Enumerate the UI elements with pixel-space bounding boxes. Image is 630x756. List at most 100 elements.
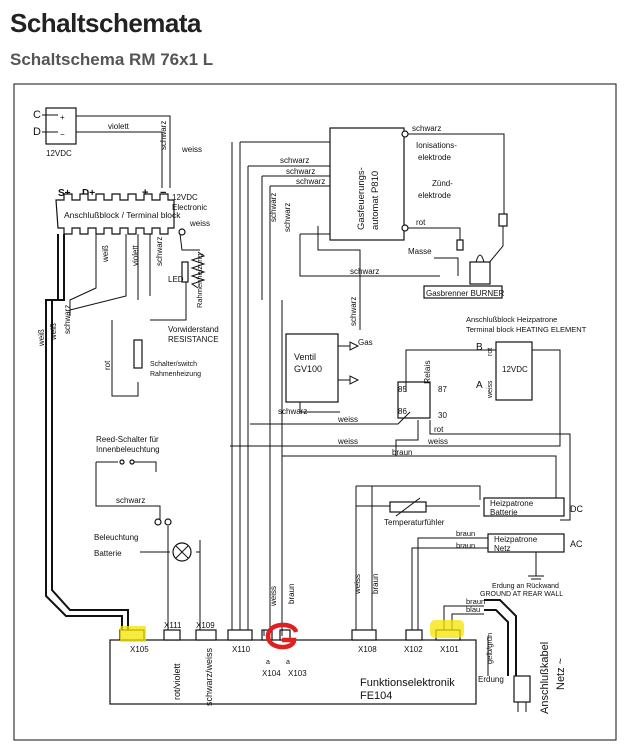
connector-x111-label: X111 (164, 621, 182, 630)
terminal-minus-label: − (160, 187, 166, 199)
heating-block-12vdc: 12VDC (502, 365, 528, 374)
connector-x110 (227, 629, 253, 641)
wire-label-schwarz-left: schwarz (63, 305, 72, 334)
wire-violett-cd (76, 131, 163, 188)
wire-label-weiss-heat1: weiss (337, 437, 358, 446)
heizpatrone-dc-label-2: Batterie (490, 508, 518, 517)
terminal-d-label: D (33, 126, 41, 138)
wire-label-weiss-left: weiß (37, 329, 46, 347)
wire-label-schwarz-a2: schwarz (286, 167, 315, 176)
wire-label-weiss-x104: weiss (269, 586, 278, 607)
ionisation-label-2: elektrode (418, 153, 451, 162)
led-label: LED (168, 275, 184, 284)
wire-label-schwarz-valve2: schwarz (278, 407, 307, 416)
relay-pin-87: 87 (438, 385, 447, 394)
wire-label-rot-relay: rot (434, 425, 444, 434)
terminal-minus-top: − (60, 130, 65, 139)
resistance-label-de: Vorwiderstand (168, 325, 219, 334)
connector-x104-pin: a (266, 659, 270, 666)
valve-box (285, 333, 339, 403)
terminal-plus-top: + (60, 113, 65, 122)
burner-body (423, 285, 503, 299)
wire-label-schwarz-valve: schwarz (349, 297, 358, 326)
mains-cable (484, 599, 517, 676)
heater-resistor-icon (190, 251, 206, 289)
reed-label-1: Reed-Schalter für (96, 435, 159, 444)
burner-flame-icon (469, 261, 491, 285)
heizpatrone-ac-label-1: Heizpatrone (494, 535, 538, 544)
wire-label-weiss-hb: weiss (487, 380, 494, 399)
wire-ionisation (408, 133, 505, 214)
reed-label-2: Innenbeleuchtung (96, 445, 160, 454)
connector-x102-label: X102 (404, 645, 423, 654)
connector-x109 (195, 629, 217, 641)
wire-label-schwarz-v2: schwarz (283, 203, 292, 232)
relay-pin-85: 85 (398, 385, 407, 394)
heizpatrone-dc-type: DC (570, 504, 583, 514)
switch-label-1: Schalter/switch (150, 361, 197, 368)
bottom-label-schwarz-weiss: schwarz/weiss (204, 647, 214, 706)
temp-sensor-label: Temperaturfühler (384, 518, 445, 527)
connector-x109-label: X109 (196, 621, 215, 630)
bottom-label-rot-violett: rot/violett (172, 663, 182, 700)
switch-label-2: Rahmenheizung (150, 371, 201, 378)
heating-block-label-2: Terminal block HEATING ELEMENT (466, 325, 587, 334)
gas-automat-label-2: automat P810 (370, 171, 381, 230)
heater-switch-icon (133, 339, 143, 369)
module-label-1: Funktionselektronik (360, 677, 455, 689)
heizpatrone-dc-label-1: Heizpatrone (490, 499, 534, 508)
heating-terminal-block (495, 341, 533, 401)
heizpatrone-ac-type: AC (570, 539, 583, 549)
connector-x110-label: X110 (232, 645, 251, 654)
connector-x101-label: X101 (440, 645, 459, 654)
wire-label-rot-ign: rot (416, 218, 426, 227)
connector-x103-pin: a (286, 659, 290, 666)
wire-label-schwarz-a1: schwarz (280, 156, 309, 165)
heizpatrone-dc-box (483, 497, 565, 517)
lighting-label-2: Batterie (94, 549, 122, 558)
cable-label-1: Anschlußkabel (539, 642, 551, 714)
heizpatrone-ac-box (487, 533, 565, 553)
wire-label-schwarz-a3: schwarz (296, 177, 325, 186)
terminal-dplus-label: D+ (82, 188, 95, 199)
lighting-label-1: Beleuchtung (94, 533, 138, 542)
terminal-block (55, 193, 175, 235)
wire-label-gelb-gruen: gelb/grün (485, 633, 494, 664)
connector-x111 (163, 629, 181, 641)
terminal-c-label: C (33, 109, 41, 121)
masse-label: Masse (408, 247, 432, 256)
resistance-label-en: RESISTANCE (168, 335, 219, 344)
highlight-x104-x103 (265, 622, 299, 650)
led-icon (181, 261, 189, 283)
relay-pin-30: 30 (438, 411, 447, 420)
function-electronics-module (109, 639, 477, 705)
wire-label-weiss-top: weiss (181, 145, 202, 154)
wire-rot-switch (111, 320, 139, 397)
connector-x108-label: X108 (358, 645, 377, 654)
burner-label: Gasbrenner BURNER (426, 289, 504, 298)
diagram-frame (13, 83, 617, 741)
connector-x108 (351, 629, 377, 641)
wire-label-rot-switch: rot (103, 360, 112, 370)
wire-label-weiss-left2: weiß (49, 323, 58, 341)
relay-pin-86: 86 (398, 407, 407, 416)
reed-switch-icon (119, 459, 125, 465)
wire-label-schwarz-cd: schwarz (159, 121, 168, 150)
relay-box (397, 381, 431, 419)
gas-label: Gas (358, 338, 373, 347)
terminal-block-12vdc: 12VDC (172, 193, 198, 202)
module-label-2: FE104 (360, 690, 392, 702)
terminal-cd-block (45, 107, 77, 145)
highlight-x101 (430, 620, 464, 638)
cable-bundle-left (51, 234, 129, 636)
gas-automat-label-1: Gasfeuerungs- (356, 167, 367, 230)
ignition-label-1: Zünd- (432, 179, 453, 188)
wire-label-schwarz-v1: schwarz (269, 193, 278, 222)
ignition-label-2: elektrode (418, 191, 451, 200)
heizpatrone-ac-label-2: Netz (494, 544, 510, 553)
wire-label-weiss-heat2: weiss (427, 437, 448, 446)
wire-label-rot-hb: rot (487, 348, 494, 356)
wire-label-violett-mid: violett (131, 244, 140, 266)
heater-label: Rahmenheizung (195, 253, 204, 308)
